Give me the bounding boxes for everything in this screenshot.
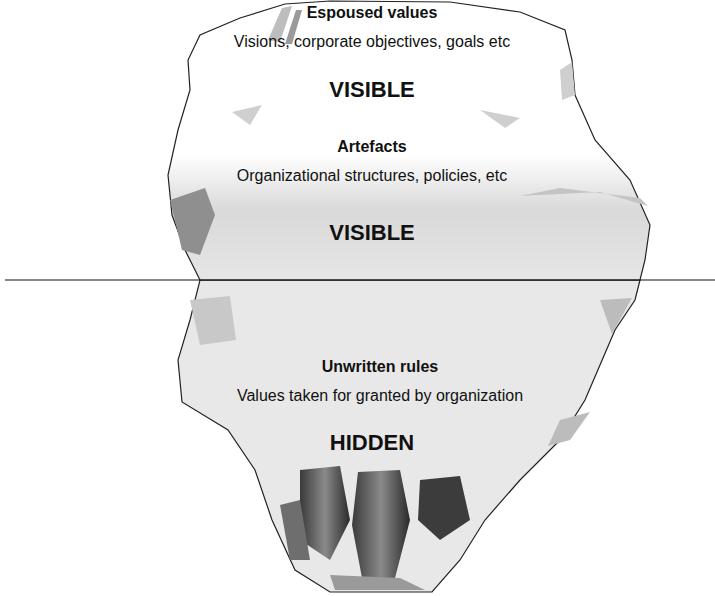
layer-description: Values taken for granted by organization — [237, 387, 523, 405]
ice-facet — [600, 298, 632, 334]
layer-heading: Espoused values — [307, 4, 438, 22]
layer-description: Organizational structures, policies, etc — [237, 167, 507, 185]
iceberg-hidden-part — [178, 280, 640, 592]
ice-facet — [280, 500, 310, 560]
layer-heading: Artefacts — [337, 138, 406, 156]
ice-facet — [232, 105, 262, 125]
ice-facet — [330, 575, 425, 590]
ice-facet — [352, 470, 410, 578]
visibility-label: VISIBLE — [329, 78, 415, 102]
iceberg-visible-part — [168, 1, 650, 280]
visibility-label: VISIBLE — [329, 221, 415, 245]
ice-facet — [418, 476, 470, 540]
ice-facet — [170, 188, 215, 255]
ice-facet — [560, 62, 575, 100]
layer-heading: Unwritten rules — [322, 358, 438, 376]
ice-facet — [548, 412, 590, 446]
ice-facet — [520, 188, 648, 206]
visibility-label: HIDDEN — [330, 431, 414, 455]
ice-facet — [190, 296, 236, 345]
ice-facet — [480, 110, 520, 128]
layer-description: Visions, corporate objectives, goals etc — [234, 33, 510, 51]
water-line — [5, 279, 715, 280]
